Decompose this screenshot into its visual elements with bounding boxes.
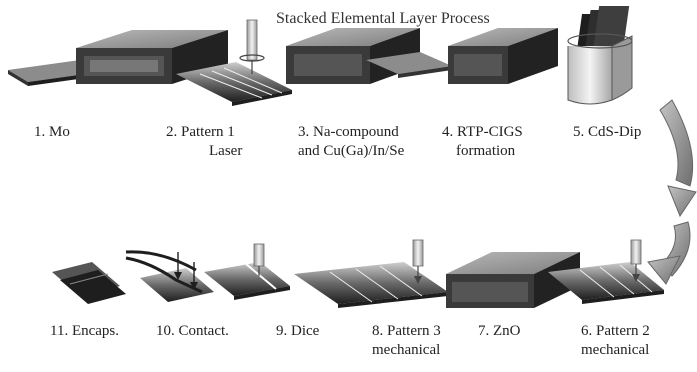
step-9-label: 9. Dice (276, 322, 319, 341)
rtp-box (448, 28, 558, 84)
step-6-line1: 6. Pattern 2 (581, 323, 650, 339)
step-3-line2: and Cu(Ga)/In/Se (298, 143, 405, 159)
step-4-line2: formation (456, 143, 516, 159)
curved-arrow-left (647, 221, 691, 285)
laser-tool (239, 19, 265, 74)
diagram-title: Stacked Elemental Layer Process (276, 10, 490, 27)
step-6-line2: mechanical (581, 342, 650, 358)
pattern3-strip (294, 239, 448, 308)
step-10-label: 10. Contact. (156, 322, 229, 341)
pattern1-strip (176, 62, 292, 106)
step-11-line1: 11. Encaps. (50, 323, 120, 339)
step-2-label: 2. Pattern 1 Laser (166, 123, 242, 161)
mo-deposition-box (76, 30, 228, 84)
contact-module (125, 250, 214, 302)
step-7-label: 7. ZnO (478, 322, 521, 341)
step-3-label: 3. Na-compound and Cu(Ga)/In/Se (298, 123, 404, 161)
step-8-line1: 8. Pattern 3 (372, 323, 441, 339)
precursor-box (286, 28, 420, 84)
dice-module (204, 243, 290, 300)
transfer-strip (366, 52, 452, 78)
step-7-line1: 7. ZnO (478, 323, 521, 339)
step-2-line2: Laser (209, 143, 243, 159)
step-4-label: 4. RTP-CIGS formation (442, 123, 523, 161)
step-11-label: 11. Encaps. (50, 322, 119, 341)
pattern2-strip (548, 239, 664, 304)
step-6-label: 6. Pattern 2 mechanical (581, 322, 650, 360)
zno-box (446, 252, 580, 308)
step-5-label: 5. CdS-Dip (573, 123, 641, 142)
step-10-line1: 10. Contact. (156, 323, 229, 339)
step-1-line1: 1. Mo (34, 124, 70, 140)
curved-arrow-down (659, 99, 697, 218)
step-2-line1: 2. Pattern 1 (166, 124, 235, 140)
step-8-label: 8. Pattern 3 mechanical (372, 322, 441, 360)
step-1-label: 1. Mo (34, 123, 70, 142)
step-5-line1: 5. CdS-Dip (573, 124, 642, 140)
step-8-line2: mechanical (372, 342, 441, 358)
encapsulated-module (52, 262, 126, 304)
step-9-line1: 9. Dice (276, 323, 320, 339)
cds-dip-bath (567, 6, 633, 105)
step-3-line1: 3. Na-compound (298, 124, 399, 140)
step-4-line1: 4. RTP-CIGS (442, 124, 523, 140)
